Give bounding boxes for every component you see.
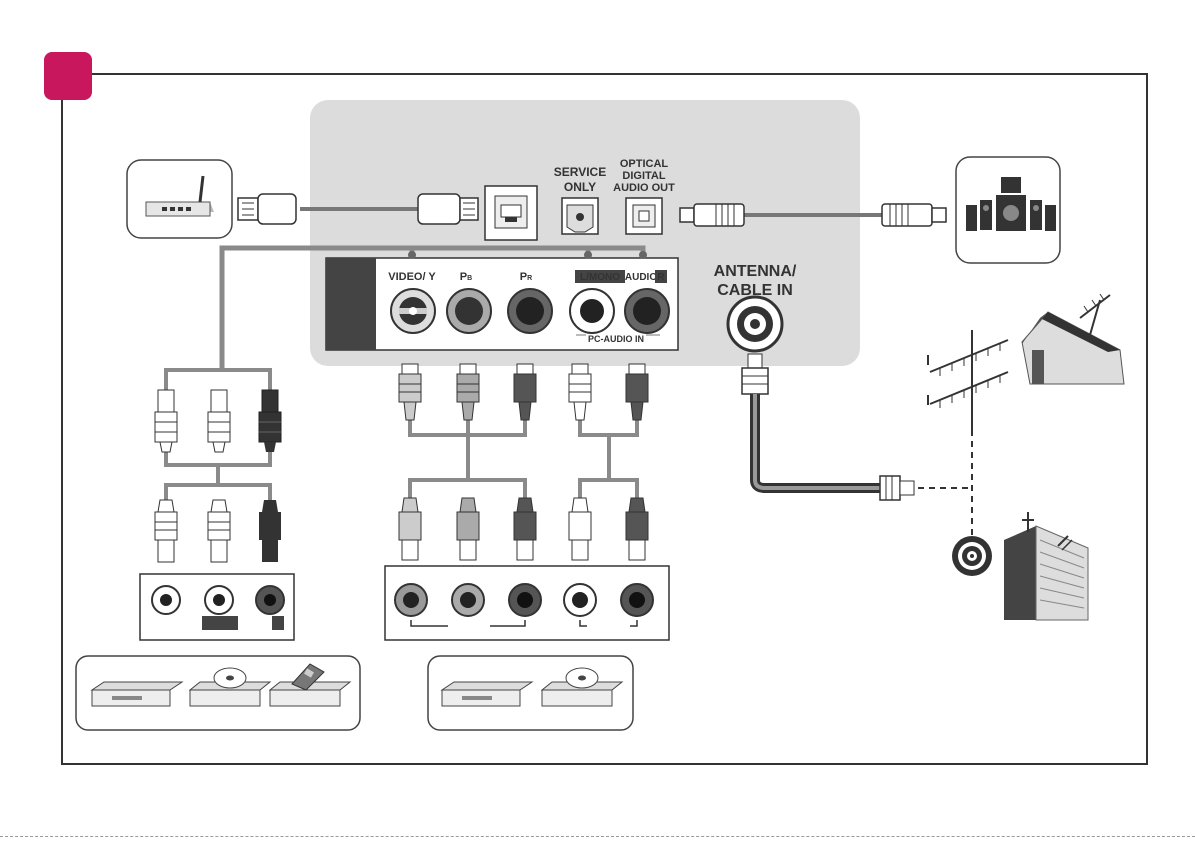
jack-video-y [391,289,435,333]
roof-antenna-icon [928,330,1008,432]
rca-plug-mid-pb-bottom [457,498,479,560]
coax-cable [755,394,880,488]
antenna-label-1: ANTENNA/ [714,263,797,280]
coaxial-wall-jack-icon [952,536,992,576]
rca-plug-left-video-bottom [155,500,177,562]
rca-plug-mid-audio-r-top [626,364,648,420]
optical-plug-tv [680,204,744,226]
mid-cable-bracket-bottom-right [580,480,637,498]
lan-port [485,186,537,240]
dvd-player-icon [92,682,182,706]
rca-plug-mid-y-bottom [399,498,421,560]
optical-label-2: DIGITAL [622,170,665,182]
jack-audio-l [570,289,614,333]
antenna-jack [728,297,782,351]
jack-audio-r [625,289,669,333]
video-y-label: VIDEO/ Y [388,271,436,283]
rca-plug-left-video-top [155,390,177,452]
optical-port [626,198,662,234]
jack-pr [508,289,552,333]
lan-plug-right [418,194,478,224]
optical-label-1: OPTICAL [620,158,669,170]
mid-cable-bracket-top-right [580,420,637,435]
left-device-jack-panel [140,574,294,640]
rca-plug-left-audio-l-bottom [208,500,230,562]
rca-plug-mid-audio-r-bottom [626,498,648,560]
rca-plug-left-audio-r-top [259,390,281,452]
dvd-player-icon [442,682,532,706]
rca-plug-mid-pr-top [514,364,536,420]
mid-cable-bracket-bottom-left [410,480,525,498]
section-badge [44,52,92,100]
rca-plug-mid-pr-bottom [514,498,536,560]
mid-devices-group [428,656,633,730]
service-label-1: SERVICE [554,165,606,179]
lan-plug-left [238,194,296,224]
speaker-system [956,157,1060,263]
audio-label: AUDIO [625,272,657,283]
audio-r-label: R [657,272,665,283]
lmono-label: L/MONO [580,272,620,283]
rca-plug-mid-audio-l-top [569,364,591,420]
rca-plug-left-audio-r-bottom [259,500,281,562]
service-label-2: ONLY [564,180,596,194]
pc-audio-in-label: PC-AUDIO IN [588,334,644,344]
rca-plug-mid-audio-l-bottom [569,498,591,560]
rca-plug-mid-pb-top [457,364,479,420]
apartment-building-icon [1004,512,1088,620]
mid-device-jack-panel [385,566,669,640]
house-antenna-icon [1022,294,1124,384]
rca-plug-left-audio-l-top [208,390,230,452]
optical-label-3: AUDIO OUT [613,182,675,194]
optical-plug-speaker [882,204,946,226]
jack-pb [447,289,491,333]
left-devices-group [76,656,360,730]
router-device [127,160,232,238]
rca-plug-mid-y-top [399,364,421,420]
coax-plug-wall [880,476,914,500]
left-cable-bracket-mid2 [166,485,270,500]
left-cable-bracket-top [166,370,270,390]
service-port [562,198,598,234]
